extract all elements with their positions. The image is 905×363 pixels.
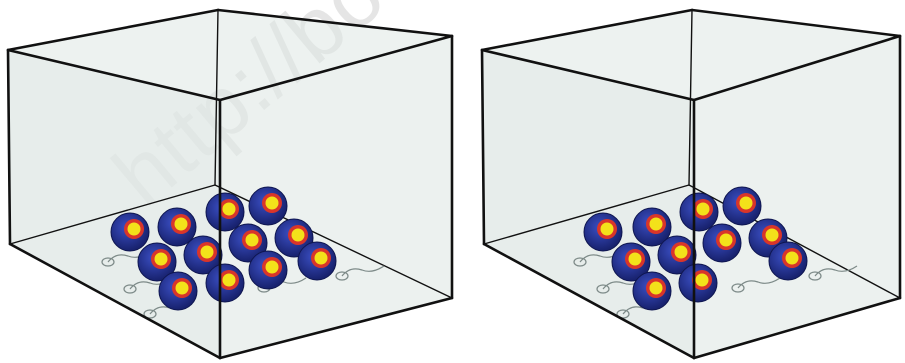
particle-ball bbox=[206, 264, 244, 302]
particle-ball bbox=[680, 193, 718, 231]
particle-ball bbox=[633, 272, 671, 310]
particle-ball bbox=[206, 193, 244, 231]
particle-ball bbox=[249, 187, 287, 225]
particle-ball bbox=[769, 242, 807, 280]
box-front-face bbox=[8, 50, 220, 358]
particle-ball bbox=[249, 251, 287, 289]
particle-ball bbox=[703, 224, 741, 262]
particle-ball bbox=[298, 242, 336, 280]
box-front-face bbox=[482, 50, 694, 358]
particle-ball bbox=[584, 213, 622, 251]
box-left bbox=[8, 10, 452, 358]
particle-ball bbox=[723, 187, 761, 225]
particle-ball bbox=[111, 213, 149, 251]
box-right bbox=[482, 10, 900, 358]
particle-ball bbox=[679, 264, 717, 302]
particle-ball bbox=[159, 272, 197, 310]
